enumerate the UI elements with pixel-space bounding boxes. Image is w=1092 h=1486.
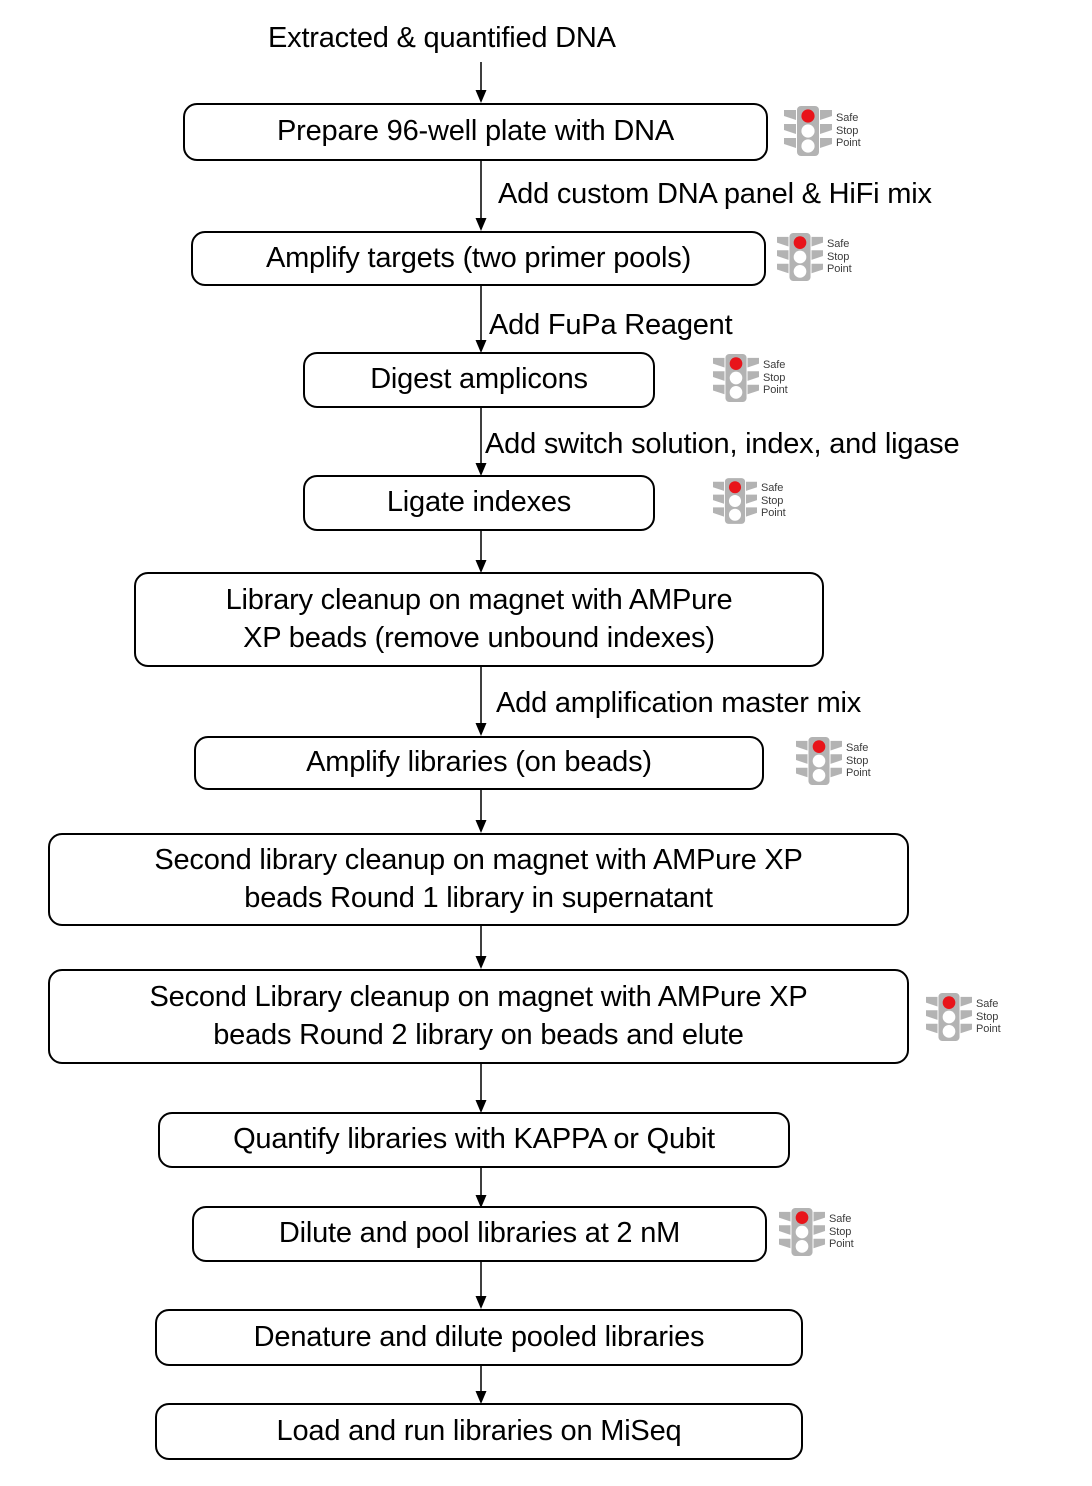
safe-stop-point-label-4: Safe Stop Point [761,482,786,521]
edge-label-add-amplification-mix: Add amplification master mix [496,687,862,719]
connector-n6-to-n7 [473,790,489,834]
connector-n2-to-n3 [473,286,489,354]
process-node-ligate-indexes[interactable]: Ligate indexes [303,475,655,531]
connector-n9-to-n10 [473,1168,489,1209]
ssp-line-stop: Stop [829,1225,852,1238]
connector-n10-to-n11 [473,1262,489,1310]
ssp-line-point: Point [976,1023,1001,1036]
traffic-light-icon [796,737,842,785]
ssp-line-safe: Safe [763,358,786,371]
traffic-light-icon [926,993,972,1041]
process-node-amplify-libraries[interactable]: Amplify libraries (on beads) [194,736,764,790]
traffic-light-icon [777,233,823,281]
connector-n1-to-n2 [473,161,489,232]
ssp-line-safe: Safe [846,741,869,754]
process-node-denature-and-dilute[interactable]: Denature and dilute pooled libraries [155,1309,803,1366]
traffic-light-icon [713,478,757,524]
connector-n5-to-n6 [473,667,489,737]
safe-stop-point-label-1: Safe Stop Point [836,112,861,151]
ssp-line-point: Point [761,507,786,520]
safe-stop-point-marker-1: Safe Stop Point [784,104,861,158]
ssp-line-stop: Stop [846,754,869,767]
connector-start-to-n1 [473,62,489,104]
process-node-prepare-plate[interactable]: Prepare 96-well plate with DNA [183,103,768,161]
safe-stop-point-label-7: Safe Stop Point [829,1213,854,1252]
edge-label-add-fupa: Add FuPa Reagent [489,309,733,341]
process-node-second-library-cleanup-round2[interactable]: Second Library cleanup on magnet with AM… [48,969,909,1064]
ssp-line-point: Point [836,137,861,150]
start-label: Extracted & quantified DNA [268,22,616,54]
traffic-light-icon [779,1208,825,1256]
safe-stop-point-marker-4: Safe Stop Point [713,476,786,526]
ssp-line-point: Point [827,263,852,276]
connector-n8-to-n9 [473,1064,489,1114]
ssp-line-stop: Stop [836,124,859,137]
traffic-light-icon [784,106,832,156]
process-node-dilute-and-pool[interactable]: Dilute and pool libraries at 2 nM [192,1206,767,1262]
traffic-light-icon [713,354,759,402]
ssp-line-point: Point [829,1238,854,1251]
ssp-line-stop: Stop [761,494,784,507]
ssp-line-safe: Safe [976,997,999,1010]
edge-label-add-panel: Add custom DNA panel & HiFi mix [498,178,932,210]
safe-stop-point-marker-5: Safe Stop Point [796,735,871,787]
ssp-line-safe: Safe [761,481,784,494]
safe-stop-point-marker-3: Safe Stop Point [713,352,788,404]
ssp-line-safe: Safe [827,237,850,250]
process-node-digest-amplicons[interactable]: Digest amplicons [303,352,655,408]
ssp-line-safe: Safe [836,111,859,124]
safe-stop-point-label-2: Safe Stop Point [827,238,852,277]
safe-stop-point-label-3: Safe Stop Point [763,359,788,398]
connector-n4-to-n5 [473,531,489,574]
safe-stop-point-marker-6: Safe Stop Point [926,991,1001,1043]
safe-stop-point-marker-2: Safe Stop Point [777,231,852,283]
safe-stop-point-marker-7: Safe Stop Point [779,1206,854,1258]
connector-n7-to-n8 [473,926,489,970]
ssp-line-stop: Stop [827,250,850,263]
ssp-line-stop: Stop [763,371,786,384]
ssp-line-stop: Stop [976,1010,999,1023]
process-node-library-cleanup[interactable]: Library cleanup on magnet with AMPure XP… [134,572,824,667]
safe-stop-point-label-5: Safe Stop Point [846,742,871,781]
process-node-amplify-targets[interactable]: Amplify targets (two primer pools) [191,231,766,286]
process-node-load-and-run-miseq[interactable]: Load and run libraries on MiSeq [155,1403,803,1460]
process-node-quantify-libraries[interactable]: Quantify libraries with KAPPA or Qubit [158,1112,790,1168]
ssp-line-point: Point [846,767,871,780]
process-node-second-library-cleanup-round1[interactable]: Second library cleanup on magnet with AM… [48,833,909,926]
connector-n11-to-n12 [473,1366,489,1405]
ssp-line-point: Point [763,384,788,397]
ssp-line-safe: Safe [829,1212,852,1225]
edge-label-add-switch-solution: Add switch solution, index, and ligase [485,428,960,460]
safe-stop-point-label-6: Safe Stop Point [976,998,1001,1037]
